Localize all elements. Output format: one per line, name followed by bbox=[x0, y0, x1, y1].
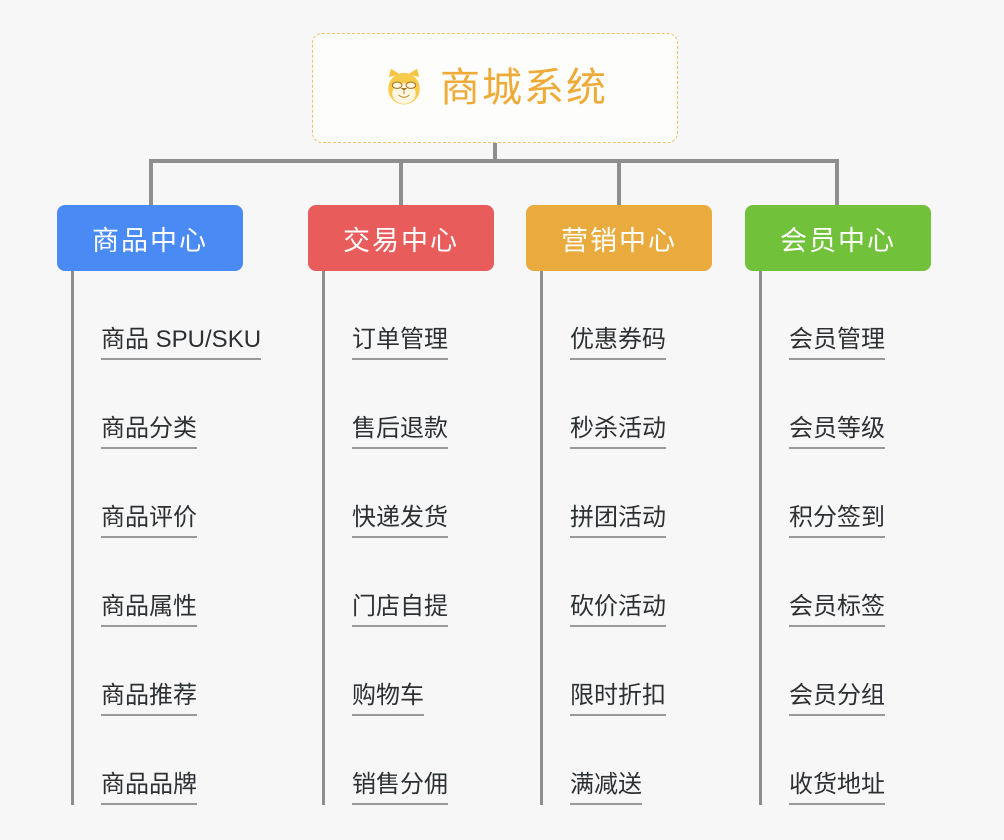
root-title: 商城系统 bbox=[440, 66, 608, 110]
leaf-label: 购物车 bbox=[352, 683, 424, 716]
list-item[interactable]: 商品 SPU/SKU bbox=[71, 271, 262, 360]
leaf-list-trade-center: 订单管理 售后退款 快递发货 门店自提 购物车 销售分佣 bbox=[322, 271, 448, 805]
leaf-label: 会员标签 bbox=[789, 594, 885, 627]
leaf-label: 商品推荐 bbox=[101, 683, 197, 716]
list-item[interactable]: 收货地址 bbox=[759, 716, 885, 805]
list-item[interactable]: 购物车 bbox=[322, 627, 448, 716]
leaf-label: 限时折扣 bbox=[570, 683, 666, 716]
leaf-label: 商品品牌 bbox=[101, 772, 197, 805]
connector-trunk-marketing-center bbox=[540, 271, 543, 805]
connector-drop-branch-2 bbox=[399, 159, 403, 207]
list-item[interactable]: 会员管理 bbox=[759, 271, 885, 360]
leaf-label: 砍价活动 bbox=[570, 594, 666, 627]
list-item[interactable]: 商品推荐 bbox=[71, 627, 261, 716]
branch-header-label: 交易中心 bbox=[343, 225, 459, 256]
leaf-list-member-center: 会员管理 会员等级 积分签到 会员标签 会员分组 收货地址 bbox=[759, 271, 885, 805]
list-item[interactable]: 满减送 bbox=[540, 716, 666, 805]
branch-header-label: 商品中心 bbox=[92, 225, 208, 256]
list-item[interactable]: 拼团活动 bbox=[540, 449, 666, 538]
leaf-list-marketing-center: 优惠券码 秒杀活动 拼团活动 砍价活动 限时折扣 满减送 bbox=[540, 271, 666, 805]
leaf-label: 商品评价 bbox=[101, 505, 197, 538]
list-item[interactable]: 订单管理 bbox=[322, 271, 448, 360]
list-item[interactable]: 会员分组 bbox=[759, 627, 885, 716]
leaf-label: 满减送 bbox=[570, 772, 642, 805]
list-item[interactable]: 快递发货 bbox=[322, 449, 448, 538]
list-item[interactable]: 会员标签 bbox=[759, 538, 885, 627]
connector-drop-branch-1 bbox=[149, 159, 153, 207]
leaf-label: 订单管理 bbox=[352, 327, 448, 360]
leaf-label: 拼团活动 bbox=[570, 505, 666, 538]
list-item[interactable]: 销售分佣 bbox=[322, 716, 448, 805]
leaf-label: 会员等级 bbox=[789, 416, 885, 449]
list-item[interactable]: 砍价活动 bbox=[540, 538, 666, 627]
list-item[interactable]: 积分签到 bbox=[759, 449, 885, 538]
list-item[interactable]: 秒杀活动 bbox=[540, 360, 666, 449]
leaf-label: 会员分组 bbox=[789, 683, 885, 716]
branch-header-member-center[interactable]: 会员中心 bbox=[745, 205, 931, 271]
list-item[interactable]: 商品品牌 bbox=[71, 716, 261, 805]
leaf-label: 会员管理 bbox=[789, 327, 885, 360]
connector-drop-branch-3 bbox=[617, 159, 621, 207]
connector-drop-branch-4 bbox=[835, 159, 839, 207]
leaf-label: 商品属性 bbox=[101, 594, 197, 627]
branch-header-marketing-center[interactable]: 营销中心 bbox=[526, 205, 712, 271]
branch-header-product-center[interactable]: 商品中心 bbox=[57, 205, 243, 271]
list-item[interactable]: 门店自提 bbox=[322, 538, 448, 627]
leaf-label: 积分签到 bbox=[789, 505, 885, 538]
leaf-label: 快递发货 bbox=[352, 505, 448, 538]
connector-trunk-trade-center bbox=[322, 271, 325, 805]
connector-trunk-product-center bbox=[71, 271, 74, 805]
list-item[interactable]: 售后退款 bbox=[322, 360, 448, 449]
branch-header-trade-center[interactable]: 交易中心 bbox=[308, 205, 494, 271]
connector-horizontal-bus bbox=[149, 159, 839, 163]
leaf-label: 门店自提 bbox=[352, 594, 448, 627]
root-node[interactable]: 商城系统 bbox=[312, 33, 678, 143]
list-item[interactable]: 商品分类 bbox=[71, 360, 261, 449]
list-item[interactable]: 商品评价 bbox=[71, 449, 261, 538]
branch-header-label: 营销中心 bbox=[561, 225, 677, 256]
dog-face-icon bbox=[382, 66, 426, 110]
list-item[interactable]: 限时折扣 bbox=[540, 627, 666, 716]
leaf-label: 收货地址 bbox=[789, 772, 885, 805]
list-item[interactable]: 商品属性 bbox=[71, 538, 261, 627]
leaf-label: 商品分类 bbox=[101, 416, 197, 449]
leaf-label: 售后退款 bbox=[352, 416, 448, 449]
leaf-label: 商品 SPU/SKU bbox=[101, 327, 262, 360]
leaf-list-product-center: 商品 SPU/SKU 商品分类 商品评价 商品属性 商品推荐 商品品牌 bbox=[71, 271, 262, 805]
leaf-label: 销售分佣 bbox=[352, 772, 448, 805]
branch-header-label: 会员中心 bbox=[780, 225, 896, 256]
connector-root-stem bbox=[493, 143, 497, 163]
connector-trunk-member-center bbox=[759, 271, 762, 805]
leaf-label: 优惠券码 bbox=[570, 327, 666, 360]
leaf-label: 秒杀活动 bbox=[570, 416, 666, 449]
list-item[interactable]: 会员等级 bbox=[759, 360, 885, 449]
list-item[interactable]: 优惠券码 bbox=[540, 271, 666, 360]
